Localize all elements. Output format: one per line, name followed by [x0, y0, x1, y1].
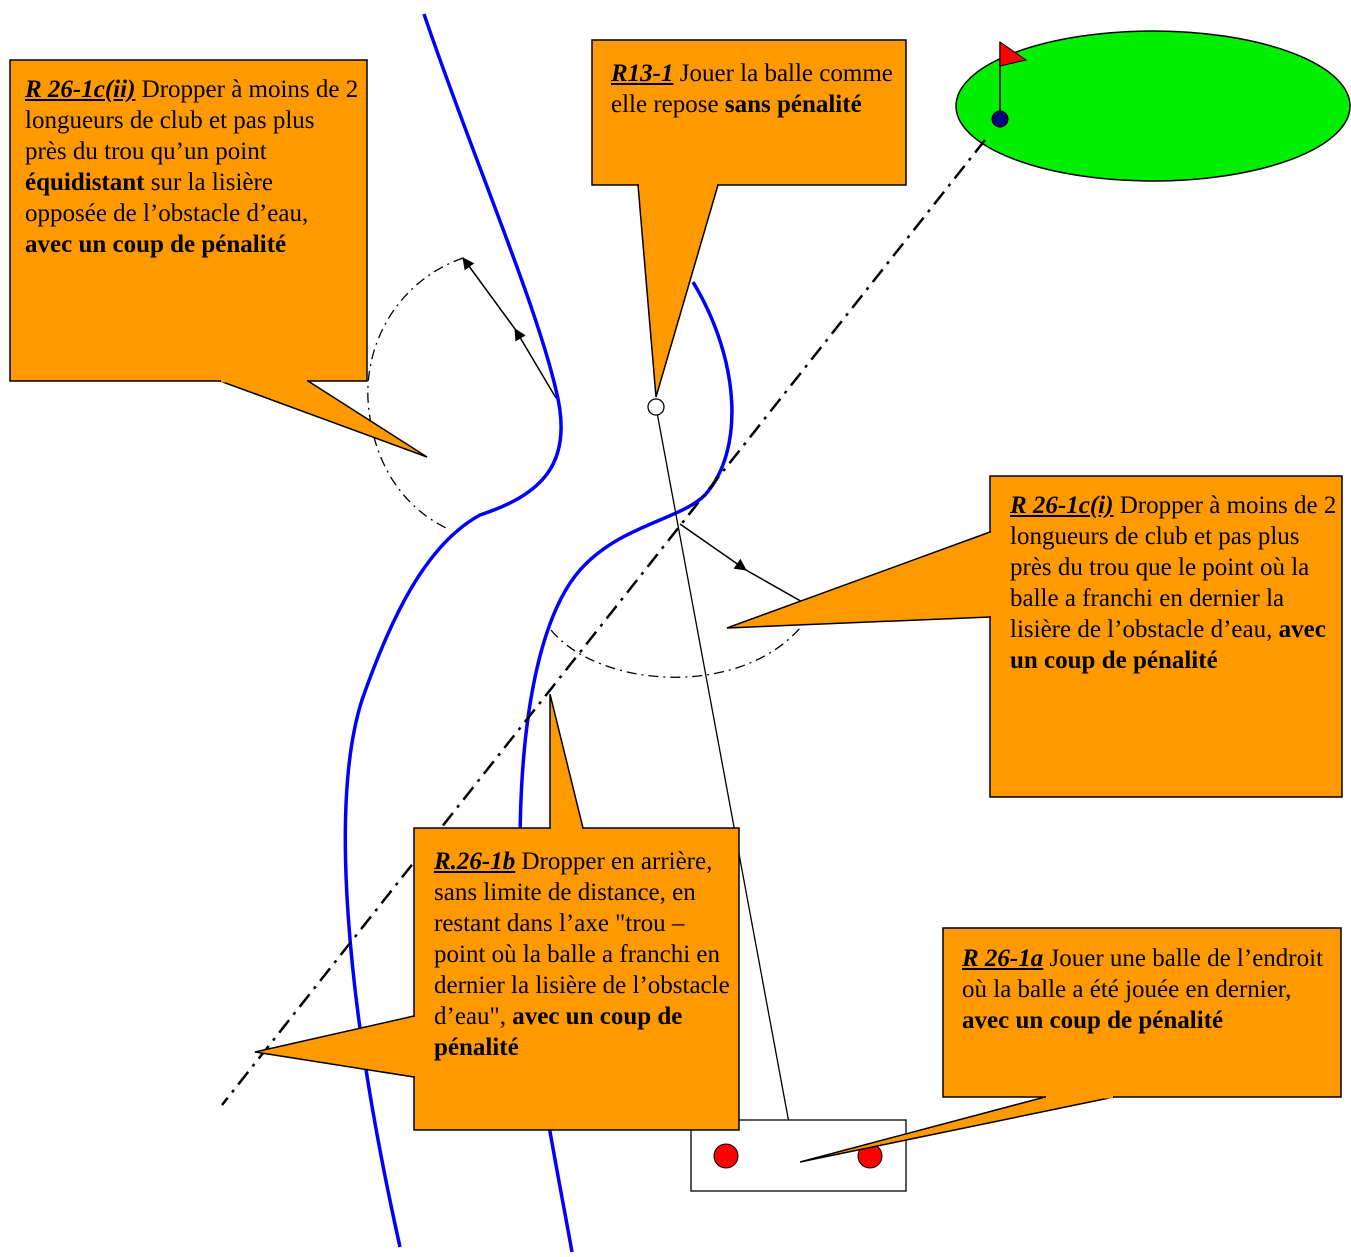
- hazard-margin-left: [343, 13, 563, 1248]
- callout-r26-1b-shape: [254, 693, 740, 1131]
- relief-arc-right: [550, 617, 809, 678]
- callout-r13-1: R13-1 Jouer la balle comme elle repose s…: [611, 60, 893, 118]
- putting-green: [955, 30, 1351, 182]
- hole-crossing-axis: [221, 139, 986, 1106]
- rule-ref-r26-1b: R.26-1b: [434, 848, 516, 875]
- callout-r13-1-shape: [591, 39, 907, 398]
- relief-arrow-left-inner: [514, 328, 557, 399]
- callout-r26-1c-ii-shape: [9, 59, 428, 458]
- callout-r26-1a-shape: [799, 927, 1342, 1163]
- callout-r26-1c-ii: R 26-1c(ii) Dropper à moins de 2 longueu…: [25, 76, 359, 258]
- ball-path-line: [655, 406, 798, 1167]
- relief-arc-left: [367, 257, 464, 529]
- relief-arrow-left-outer: [462, 257, 516, 330]
- relief-arrow-right-inner: [679, 523, 747, 571]
- callout-r26-1a: R 26-1a Jouer une balle de l’endroit où …: [962, 945, 1324, 1034]
- callout-r26-1b: R.26-1b Dropper en arrière, sans limite …: [434, 848, 730, 1061]
- ball-icon: [647, 398, 665, 416]
- rule-ref-r26-1a: R 26-1a: [962, 945, 1044, 972]
- flag-icon: [999, 41, 1028, 67]
- tee-marker-left: [713, 1143, 739, 1169]
- rule-ref-r26-1c-ii: R 26-1c(ii): [25, 76, 136, 103]
- hole-icon: [991, 110, 1009, 128]
- callout-r26-1c-i-shape: [726, 475, 1343, 798]
- callout-r26-1c-i: R 26-1c(i) Dropper à moins de 2 longueur…: [1010, 492, 1337, 674]
- rule-ref-r13-1: R13-1: [611, 60, 674, 87]
- rule-ref-r26-1c-i: R 26-1c(i): [1010, 492, 1114, 519]
